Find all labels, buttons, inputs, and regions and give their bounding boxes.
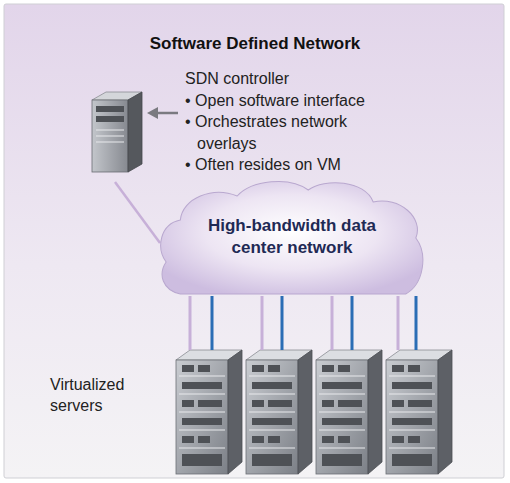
bullet-item: • Open software interface [185, 90, 397, 112]
server-side [128, 92, 142, 172]
group-label: Virtualized servers [50, 374, 150, 416]
network-link [189, 296, 192, 350]
network-link [261, 296, 264, 350]
server-group: Virtualized servers [40, 350, 464, 478]
server-rack [176, 350, 242, 474]
network-link [415, 296, 418, 350]
network-link [211, 296, 214, 350]
server-vent [96, 142, 124, 143]
pointer-arrow-shaft [156, 112, 178, 115]
network-link [351, 296, 354, 350]
diagram-title: Software Defined Network [0, 34, 510, 54]
server-drive [96, 106, 124, 112]
server-front [92, 100, 128, 172]
network-link [331, 296, 334, 350]
server-rack [316, 350, 382, 474]
bullet-item: • Often resides on VM [185, 154, 397, 176]
network-link [115, 182, 160, 243]
server-vent [96, 130, 124, 131]
server-rack [386, 350, 452, 474]
server-drive [96, 116, 124, 122]
cloud-shape [161, 181, 423, 294]
node-heading: SDN controller [185, 68, 385, 90]
cloud-outline [158, 178, 426, 296]
diagram-panel [4, 4, 504, 478]
pointer-arrow-head [147, 107, 158, 119]
bullet-item: • Orchestrates network overlays [185, 111, 397, 154]
controller-server-icon [92, 92, 142, 172]
cloud-label: High-bandwidth data center network [202, 215, 382, 259]
network-link [281, 296, 284, 350]
network-link [397, 296, 400, 350]
server-rack [246, 350, 312, 474]
server-vent [96, 136, 124, 137]
controller-node: SDN controller• Open software interface•… [80, 64, 401, 182]
network-cloud: High-bandwidth data center network [158, 178, 426, 296]
